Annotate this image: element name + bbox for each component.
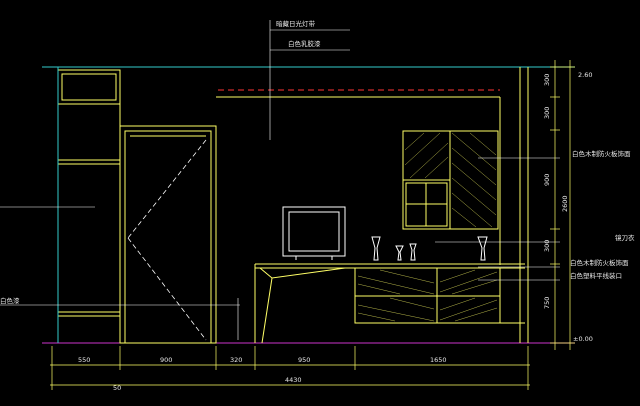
label-top-level: 2.60 (578, 71, 592, 79)
television (282, 206, 346, 260)
dim-right-5: 750 (543, 297, 551, 309)
lower-cabinet-hatch (357, 269, 498, 322)
dim-right-1: 300 (543, 74, 551, 86)
label-ceiling-paint: 白色乳胶漆 (288, 39, 321, 48)
bottom-dimension-lines (50, 346, 530, 390)
dim-right-4: 300 (543, 240, 551, 252)
dim-bottom-extra: 50 (113, 384, 121, 392)
right-dimension-lines (550, 60, 575, 350)
dim-right-3: 900 (543, 174, 551, 186)
dim-bottom-3: 320 (230, 356, 242, 364)
label-upper-cabinet: 白色木制防火板饰面 (572, 149, 631, 158)
upper-cabinet-hatch (404, 132, 497, 228)
upper-cabinet (402, 130, 499, 230)
lower-cabinet (354, 267, 525, 324)
wall-outline (216, 67, 529, 343)
dim-bottom-2: 900 (160, 356, 172, 364)
counter (254, 263, 525, 344)
vases (371, 236, 488, 261)
label-floor-level: ±0.00 (573, 335, 593, 343)
leader-lines (0, 20, 560, 340)
dim-right-2: 300 (543, 107, 551, 119)
dim-bottom-total: 4430 (285, 376, 302, 384)
dim-bottom-4: 950 (298, 356, 310, 364)
door-frame (119, 125, 217, 344)
label-left-wall: 白色漆 (0, 296, 20, 305)
label-ceiling-light: 暗藏日光灯带 (276, 19, 316, 28)
label-lower-cabinet: 白色木制防火板饰面 (570, 258, 629, 267)
door-swing (127, 139, 207, 341)
dim-bottom-1: 550 (78, 356, 90, 364)
left-column (57, 69, 121, 340)
dim-bottom-5: 1650 (430, 356, 447, 364)
label-lower-cabinet-edge: 白色塑料平线装口 (570, 271, 622, 280)
dim-right-total: 2600 (561, 195, 569, 212)
label-mirror: 镜刀衣 (615, 233, 635, 242)
